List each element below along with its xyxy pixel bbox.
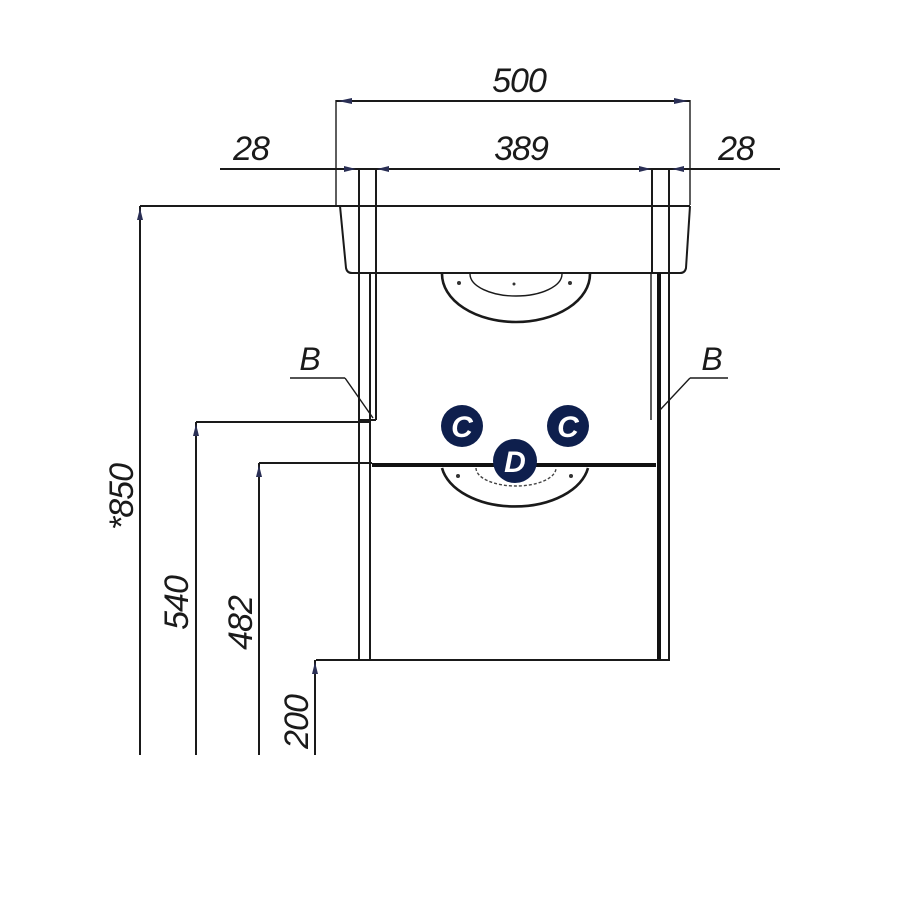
arrow-icon — [193, 424, 199, 436]
left-side-panel — [358, 168, 377, 660]
overall-height-label: *850 — [103, 463, 141, 530]
dimension-height-540: 540 — [158, 421, 370, 755]
upper-basin — [440, 273, 592, 324]
height-540-label: 540 — [158, 575, 196, 630]
lower-basin — [440, 467, 590, 508]
dimension-height-200: 200 — [278, 660, 318, 755]
dimension-height-482: 482 — [222, 462, 372, 755]
arrow-icon — [672, 166, 684, 172]
overall-width-label: 500 — [492, 62, 547, 100]
arrow-icon — [137, 208, 143, 220]
right-side-thickness-label: 28 — [717, 130, 755, 168]
height-200-label: 200 — [278, 694, 316, 750]
dimension-overall-width: 500 — [335, 62, 691, 205]
leader-right: B — [659, 341, 728, 411]
badge-c-right-label: C — [557, 411, 580, 444]
badge-c-left-label: C — [451, 411, 474, 444]
arrow-icon — [377, 166, 389, 172]
dimension-row-inner: 28 389 28 — [220, 130, 780, 172]
badge-c-right: C — [547, 405, 589, 447]
sink-top — [140, 205, 691, 274]
badge-d-center: D — [493, 439, 537, 483]
inner-width-label: 389 — [494, 130, 549, 168]
arrow-icon — [639, 166, 651, 172]
dimension-overall-height: *850 — [103, 206, 143, 755]
leader-left-label: B — [299, 341, 320, 377]
height-482-label: 482 — [222, 595, 260, 650]
left-side-thickness-label: 28 — [232, 130, 270, 168]
arrow-icon — [674, 98, 688, 104]
arrow-icon — [312, 662, 318, 674]
arrow-icon — [338, 98, 352, 104]
arrow-icon — [256, 465, 262, 477]
leader-left: B — [290, 341, 374, 419]
badge-c-left: C — [441, 405, 483, 447]
right-side-panel — [650, 168, 670, 660]
badge-d-center-label: D — [504, 446, 526, 479]
leader-right-label: B — [701, 341, 722, 377]
arrow-icon — [344, 166, 356, 172]
